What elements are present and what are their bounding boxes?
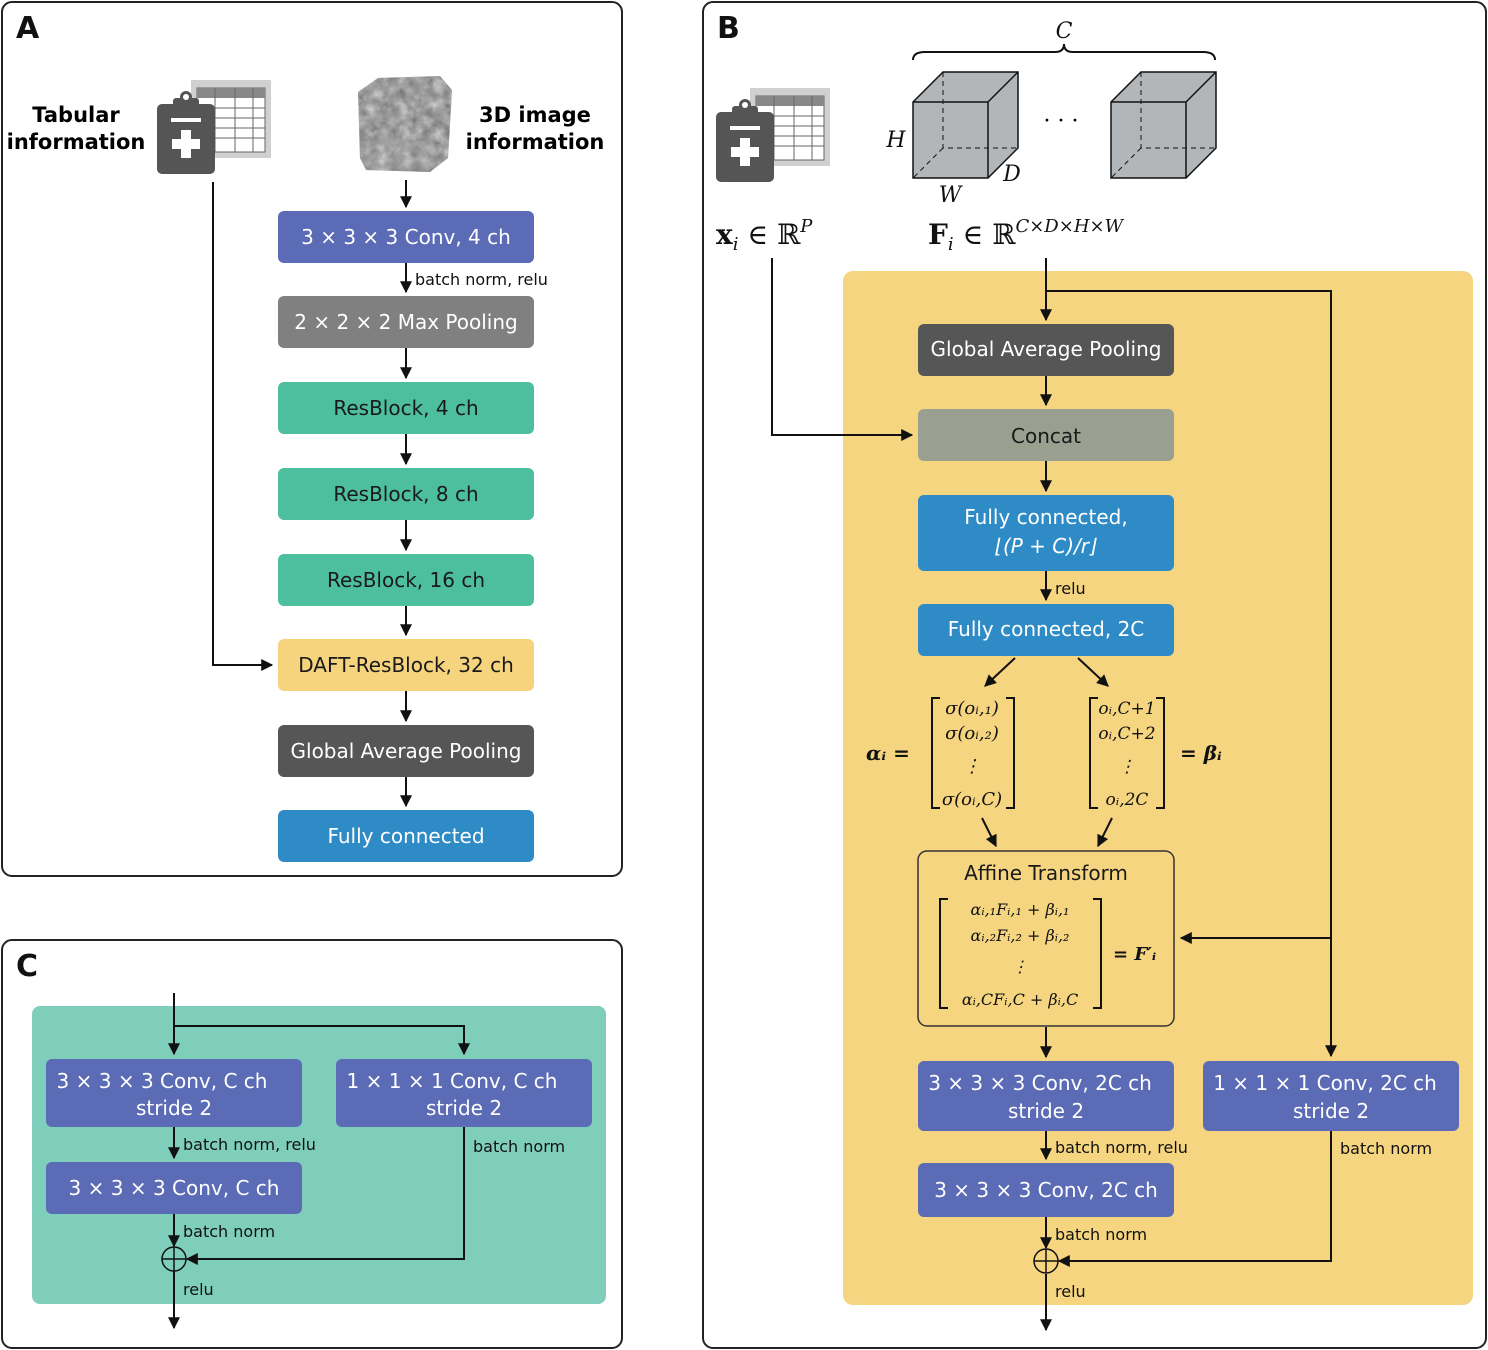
svg-text:Fully connected, 2C: Fully connected, 2C xyxy=(948,617,1145,641)
tabular-label-line2: information xyxy=(7,130,146,154)
svg-text:⌊(P + C)/r⌋: ⌊(P + C)/r⌋ xyxy=(995,534,1097,558)
tabular-label-line1: Tabular xyxy=(32,103,120,127)
svg-text:σ(oᵢ,₂): σ(oᵢ,₂) xyxy=(945,723,999,744)
feature-cube-first xyxy=(912,71,1019,179)
svg-text:stride 2: stride 2 xyxy=(136,1096,212,1120)
svg-text:stride 2: stride 2 xyxy=(426,1096,502,1120)
skip-connection xyxy=(1046,290,1337,1058)
svg-text:αᵢ,CFᵢ,C + βᵢ,C: αᵢ,CFᵢ,C + βᵢ,C xyxy=(962,990,1078,1009)
box-resblock-16: ResBlock, 16 ch xyxy=(278,554,534,606)
annotation-bn: batch norm xyxy=(183,1222,275,1241)
svg-text:3 × 3 × 3 Conv, 2C ch: 3 × 3 × 3 Conv, 2C ch xyxy=(934,1178,1158,1202)
box-resblock-8: ResBlock, 8 ch xyxy=(278,468,534,520)
svg-text:3 × 3 × 3 Conv, C ch: 3 × 3 × 3 Conv, C ch xyxy=(69,1176,280,1200)
annotation-bn-skip: batch norm xyxy=(473,1137,565,1156)
panel-c-label: C xyxy=(16,949,38,984)
channel-brace xyxy=(912,43,1216,61)
svg-text:αᵢ =: αᵢ = xyxy=(866,741,910,765)
panel-b: B C H W D · · · xi ∈ ℝP Fi ∈ ℝC×D×H×W xyxy=(702,1,1487,1349)
box-concat: Concat xyxy=(918,409,1174,461)
svg-text:oᵢ,C+1: oᵢ,C+1 xyxy=(1098,699,1155,719)
dim-h: H xyxy=(885,128,906,153)
box-skip-conv: 1 × 1 × 1 Conv, C ch stride 2 xyxy=(336,1059,592,1127)
svg-text:1 × 1 × 1 Conv, C ch: 1 × 1 × 1 Conv, C ch xyxy=(347,1069,558,1093)
annotation-bn-relu: batch norm, relu xyxy=(1055,1138,1188,1157)
svg-text:Global Average Pooling: Global Average Pooling xyxy=(931,337,1162,361)
svg-text:3 × 3 × 3 Conv, 4 ch: 3 × 3 × 3 Conv, 4 ch xyxy=(301,225,511,249)
svg-text:⋮: ⋮ xyxy=(1012,957,1028,976)
svg-text:= F′ᵢ: = F′ᵢ xyxy=(1113,944,1156,965)
box-resblock-4: ResBlock, 4 ch xyxy=(278,382,534,434)
box-skip-conv: 1 × 1 × 1 Conv, 2C ch stride 2 xyxy=(1203,1061,1459,1131)
box-global-avg-pool: Global Average Pooling xyxy=(918,324,1174,376)
panel-a-label: A xyxy=(16,11,40,46)
svg-text:ResBlock, 4 ch: ResBlock, 4 ch xyxy=(333,396,478,420)
annotation-relu: relu xyxy=(183,1280,214,1299)
image-label-line2: information xyxy=(466,130,605,154)
svg-text:Affine Transform: Affine Transform xyxy=(964,861,1128,885)
svg-text:stride 2: stride 2 xyxy=(1293,1099,1369,1123)
svg-text:oᵢ,2C: oᵢ,2C xyxy=(1106,790,1149,810)
svg-text:αᵢ,₂Fᵢ,₂ + βᵢ,₂: αᵢ,₂Fᵢ,₂ + βᵢ,₂ xyxy=(971,926,1070,945)
svg-text:⋮: ⋮ xyxy=(1119,757,1136,777)
tabular-connection xyxy=(212,182,274,671)
box-affine-transform: Affine Transform αᵢ,₁Fᵢ,₁ + βᵢ,₁ αᵢ,₂Fᵢ,… xyxy=(917,850,1175,1027)
svg-text:ResBlock, 8 ch: ResBlock, 8 ch xyxy=(333,482,478,506)
box-fc-2c: Fully connected, 2C xyxy=(918,604,1174,656)
box-maxpool: 2 × 2 × 2 Max Pooling xyxy=(278,296,534,348)
feature-cube-last xyxy=(1110,71,1217,179)
box-fc-bottleneck: Fully connected, ⌊(P + C)/r⌋ xyxy=(918,495,1174,571)
svg-text:Fully connected,: Fully connected, xyxy=(964,505,1127,529)
svg-text:oᵢ,C+2: oᵢ,C+2 xyxy=(1098,724,1155,744)
add-node xyxy=(1033,1248,1059,1274)
dim-d: D xyxy=(1002,162,1021,187)
annotation-bn-relu: batch norm, relu xyxy=(415,270,548,289)
box-conv-stride: 3 × 3 × 3 Conv, 2C ch stride 2 xyxy=(918,1061,1174,1131)
svg-text:DAFT-ResBlock, 32 ch: DAFT-ResBlock, 32 ch xyxy=(298,653,514,677)
box-fully-connected: Fully connected xyxy=(278,810,534,862)
brain-cube-icon xyxy=(358,76,452,172)
box-conv: 3 × 3 × 3 Conv, 2C ch xyxy=(918,1163,1174,1217)
svg-text:⋮: ⋮ xyxy=(963,756,981,777)
tabular-connection xyxy=(771,258,914,441)
beta-vector: oᵢ,C+1 oᵢ,C+2 ⋮ oᵢ,2C = βᵢ xyxy=(1089,697,1222,810)
alpha-vector: αᵢ = σ(oᵢ,₁) σ(oᵢ,₂) ⋮ σ(oᵢ,C) xyxy=(866,697,1015,810)
annotation-bn-skip: batch norm xyxy=(1340,1139,1432,1158)
brace-label: C xyxy=(1056,19,1073,44)
panel-a: A Tabular information 3D image informati… xyxy=(1,1,623,877)
panel-c: C batch norm, relu batch norm batch norm… xyxy=(1,939,623,1349)
annotation-relu: relu xyxy=(1055,579,1086,598)
box-conv: 3 × 3 × 3 Conv, 4 ch xyxy=(278,211,534,263)
dim-w: W xyxy=(939,183,964,208)
svg-text:1 × 1 × 1 Conv, 2C ch: 1 × 1 × 1 Conv, 2C ch xyxy=(1213,1071,1437,1095)
svg-text:3 × 3 × 3 Conv, C ch: 3 × 3 × 3 Conv, C ch xyxy=(57,1069,268,1093)
svg-text:Concat: Concat xyxy=(1011,424,1081,448)
f-input-label: Fi ∈ ℝC×D×H×W xyxy=(928,216,1125,255)
annotation-bn: batch norm xyxy=(1055,1225,1147,1244)
box-conv: 3 × 3 × 3 Conv, C ch xyxy=(46,1162,302,1214)
svg-text:ResBlock, 16 ch: ResBlock, 16 ch xyxy=(327,568,485,592)
image-label-line1: 3D image xyxy=(479,103,591,127)
svg-text:σ(oᵢ,C): σ(oᵢ,C) xyxy=(942,789,1002,810)
x-input-label: xi ∈ ℝP xyxy=(716,216,813,255)
svg-text:3 × 3 × 3 Conv, 2C ch: 3 × 3 × 3 Conv, 2C ch xyxy=(928,1071,1152,1095)
box-daft-resblock: DAFT-ResBlock, 32 ch xyxy=(278,639,534,691)
svg-text:2 × 2 × 2 Max Pooling: 2 × 2 × 2 Max Pooling xyxy=(294,310,518,334)
annotation-bn-relu: batch norm, relu xyxy=(183,1135,316,1154)
svg-text:Global Average Pooling: Global Average Pooling xyxy=(291,739,522,763)
annotation-relu-out: relu xyxy=(1055,1282,1086,1301)
cube-ellipsis: · · · xyxy=(1044,109,1079,134)
svg-text:Fully connected: Fully connected xyxy=(327,824,484,848)
box-global-avg-pool: Global Average Pooling xyxy=(278,725,534,777)
svg-text:stride 2: stride 2 xyxy=(1008,1099,1084,1123)
panel-b-label: B xyxy=(717,11,740,46)
box-conv-stride: 3 × 3 × 3 Conv, C ch stride 2 xyxy=(46,1059,302,1127)
svg-text:= βᵢ: = βᵢ xyxy=(1180,741,1222,765)
svg-text:αᵢ,₁Fᵢ,₁ + βᵢ,₁: αᵢ,₁Fᵢ,₁ + βᵢ,₁ xyxy=(971,900,1070,919)
add-node xyxy=(161,1246,187,1272)
svg-text:σ(oᵢ,₁): σ(oᵢ,₁) xyxy=(945,698,999,719)
